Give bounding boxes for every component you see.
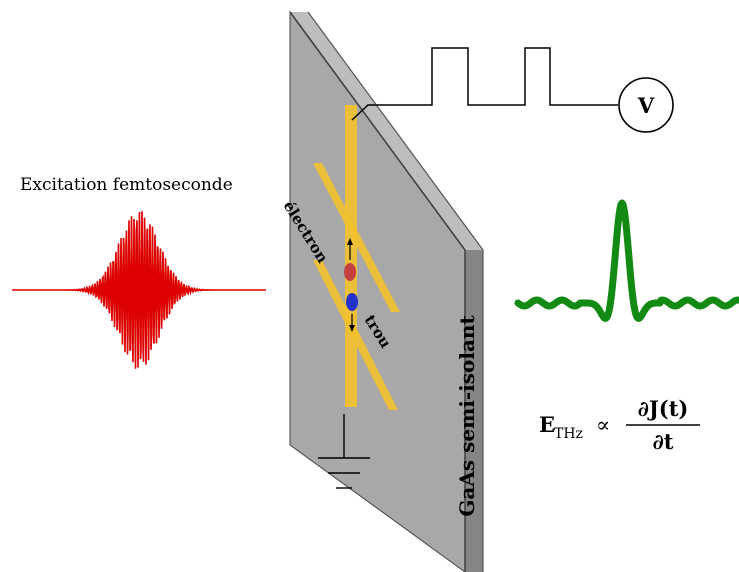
femtosecond-pulse xyxy=(12,211,266,369)
hole-dot xyxy=(346,293,358,311)
upper-transmission-line xyxy=(313,163,400,312)
voltmeter-icon: V xyxy=(618,77,674,133)
substrate-label: GaAs semi-isolant xyxy=(455,315,479,517)
formula-numerator: ∂J(t) xyxy=(638,396,689,421)
thz-waveform xyxy=(514,199,739,322)
lower-transmission-line xyxy=(313,260,398,410)
pulse-waveform xyxy=(12,211,266,369)
formula-e: E xyxy=(539,412,555,437)
plate-top-face xyxy=(290,12,483,250)
ground-symbol-icon xyxy=(318,414,370,489)
hole-arrowhead xyxy=(349,325,355,332)
electron-dot xyxy=(344,263,356,281)
excitation-label: Excitation femtoseconde xyxy=(20,175,233,195)
plate-side-face xyxy=(465,250,483,572)
formula-proportional: ∝ xyxy=(596,413,610,437)
formula-subscript: THz xyxy=(554,426,583,442)
voltmeter-label: V xyxy=(637,93,655,118)
thz-formula: E THz ∝ ∂J(t) ∂t xyxy=(539,396,700,454)
plate-front-face xyxy=(290,12,465,572)
vertical-electrode-strip xyxy=(345,105,357,407)
formula-denominator: ∂t xyxy=(653,429,674,454)
electron-arrowhead xyxy=(347,238,353,245)
gaas-plate xyxy=(289,10,484,572)
thz-waveform-line xyxy=(514,199,739,322)
square-wave-icon xyxy=(351,47,618,121)
electrodes xyxy=(313,105,400,410)
